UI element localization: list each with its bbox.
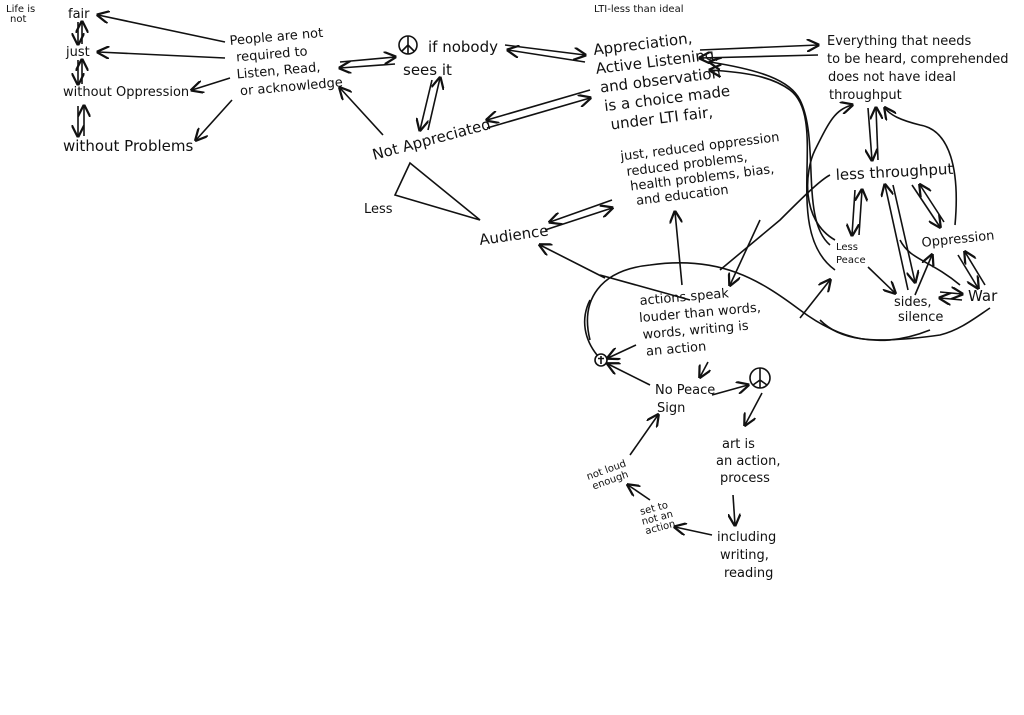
svg-text:People are notrequired toListe: People are notrequired toListen, Read,or… [229,25,343,100]
node-appreciation: Appreciation,Active Listening,and observ… [592,25,786,210]
connectors [78,15,991,536]
node-less: Less [364,202,393,217]
node-actions-speak: actions speaklouder than words,words, wr… [637,284,764,360]
node-without-problems: without Problems [63,137,193,155]
svg-text:just, reduced oppressionreduce: just, reduced oppressionreduced problems… [619,130,786,210]
svg-text:Appreciation,Active Listening,: Appreciation,Active Listening,and observ… [592,25,733,134]
svg-text:actions speaklouder than words: actions speaklouder than words,words, wr… [637,284,764,360]
node-war: War [968,287,998,305]
node-audience: Audience [478,221,549,249]
peace-sign-icon [398,35,418,55]
node-not-loud-enough: not loudenough [585,458,631,493]
node-people-not-required: People are notrequired toListen, Read,or… [229,25,343,100]
node-just: just [65,45,90,60]
node-not-appreciated: Not Appreciated [370,115,492,164]
node-set-to-not-action: set tonot anaction [638,499,677,537]
node-sides-silence: sides,silence [894,295,943,325]
node-less-throughput: less throughput [835,160,954,184]
node-oppression: Oppression [921,228,995,251]
peace-sign-icon [749,367,771,389]
lti-legend: LTI-less than ideal [594,4,683,15]
node-fair: fair [68,7,90,22]
cross-circle-icon [594,353,608,367]
node-without-oppression: without Oppression [63,85,189,100]
